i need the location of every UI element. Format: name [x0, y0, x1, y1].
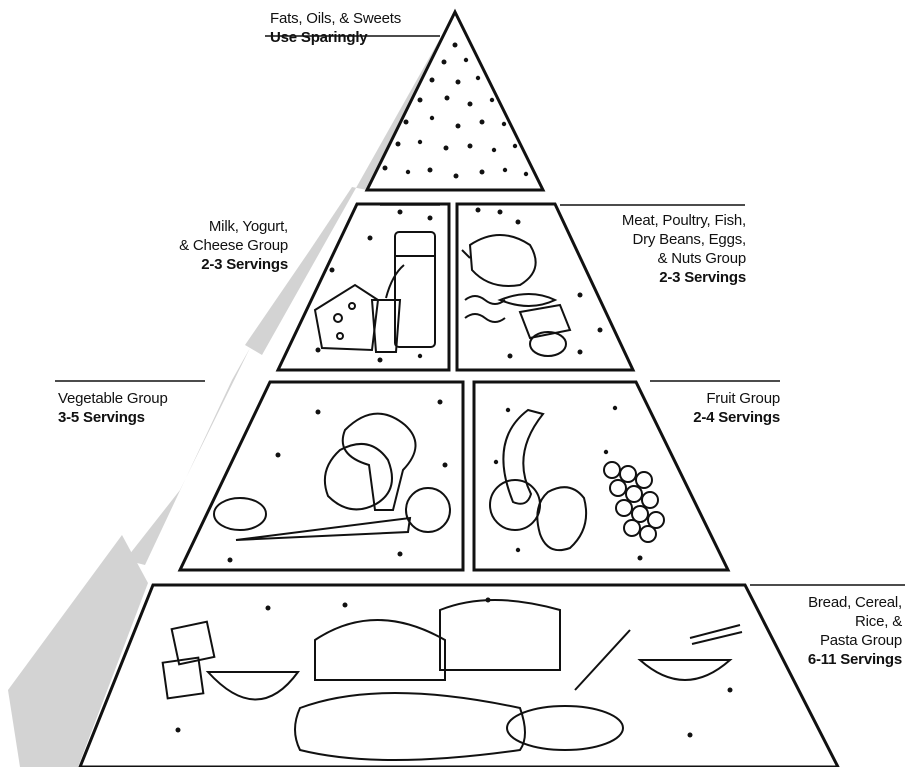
bread-group-name-line3: Pasta Group: [766, 631, 902, 650]
vegetable-panel: [180, 382, 463, 570]
fats-group-label: Fats, Oils, & Sweets Use Sparingly: [270, 9, 401, 47]
vegetable-group-label: Vegetable Group 3-5 Servings: [58, 389, 168, 427]
meat-group-name-line2: Dry Beans, Eggs,: [570, 230, 746, 249]
milk-panel: [278, 204, 449, 370]
milk-group-name-line1: Milk, Yogurt,: [124, 217, 288, 236]
grain-tier: [80, 585, 838, 767]
fruit-group-label: Fruit Group 2-4 Servings: [660, 389, 780, 427]
fats-group-name: Fats, Oils, & Sweets: [270, 9, 401, 28]
meat-group-label: Meat, Poultry, Fish, Dry Beans, Eggs, & …: [570, 211, 746, 287]
bread-group-name-line1: Bread, Cereal,: [766, 593, 902, 612]
meat-group-name-line3: & Nuts Group: [570, 249, 746, 268]
bread-group-servings: 6-11 Servings: [766, 650, 902, 669]
vegetable-group-servings: 3-5 Servings: [58, 408, 168, 427]
milk-group-label: Milk, Yogurt, & Cheese Group 2-3 Serving…: [124, 217, 288, 274]
vegetable-group-name: Vegetable Group: [58, 389, 168, 408]
fruit-group-name: Fruit Group: [660, 389, 780, 408]
meat-group-servings: 2-3 Servings: [570, 268, 746, 287]
milk-group-name-line2: & Cheese Group: [124, 236, 288, 255]
fruit-group-servings: 2-4 Servings: [660, 408, 780, 427]
fats-group-servings: Use Sparingly: [270, 28, 401, 47]
milk-group-servings: 2-3 Servings: [124, 255, 288, 274]
bread-group-name-line2: Rice, &: [766, 612, 902, 631]
bread-group-label: Bread, Cereal, Rice, & Pasta Group 6-11 …: [766, 593, 902, 669]
meat-group-name-line1: Meat, Poultry, Fish,: [570, 211, 746, 230]
